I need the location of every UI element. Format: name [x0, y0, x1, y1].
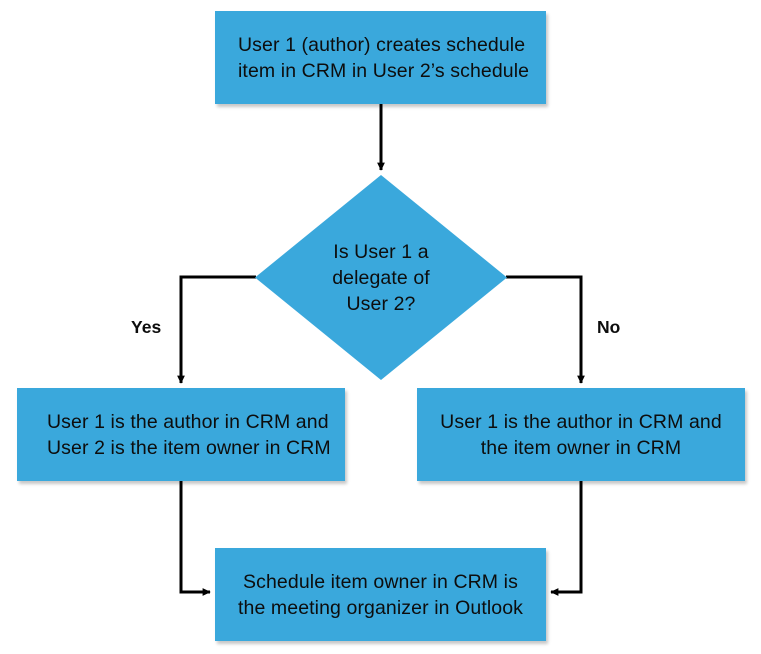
edge-decision-to-no-branch — [506, 275, 585, 384]
node-start-line-2: item in CRM in User 2’s schedule — [238, 59, 530, 82]
node-decision-line-1: Is User 1 a — [333, 240, 429, 263]
node-no-branch-line-1: User 1 is the author in CRM and — [440, 410, 722, 433]
node-decision-line-2: delegate of — [332, 266, 430, 289]
node-no-branch-line-2: the item owner in CRM — [480, 436, 682, 459]
node-yes-branch-line-1: User 1 is the author in CRM and — [47, 410, 329, 433]
node-yes-branch[interactable]: User 1 is the author in CRM and User 2 i… — [17, 388, 345, 481]
diamond-shape — [255, 175, 507, 380]
node-result-line-1: Schedule item owner in CRM is — [243, 570, 518, 593]
node-start-line-1: User 1 (author) creates schedule — [238, 33, 526, 56]
node-yes-branch-line-2: User 2 is the item owner in CRM — [47, 436, 331, 459]
edge-label-yes: Yes — [131, 317, 162, 337]
edge-yes-branch-to-result — [179, 481, 211, 596]
node-decision-line-3: User 2? — [346, 292, 416, 315]
edge-label-no: No — [597, 317, 621, 337]
node-start[interactable]: User 1 (author) creates schedule item in… — [215, 11, 546, 104]
node-decision[interactable]: Is User 1 a delegate of User 2? — [255, 175, 507, 380]
node-no-branch[interactable]: User 1 is the author in CRM and the item… — [417, 388, 745, 481]
node-result[interactable]: Schedule item owner in CRM is the meetin… — [215, 548, 546, 641]
edge-no-branch-to-result — [550, 481, 583, 596]
node-result-line-2: the meeting organizer in Outlook — [237, 596, 524, 619]
edge-decision-to-yes-branch — [177, 275, 256, 384]
